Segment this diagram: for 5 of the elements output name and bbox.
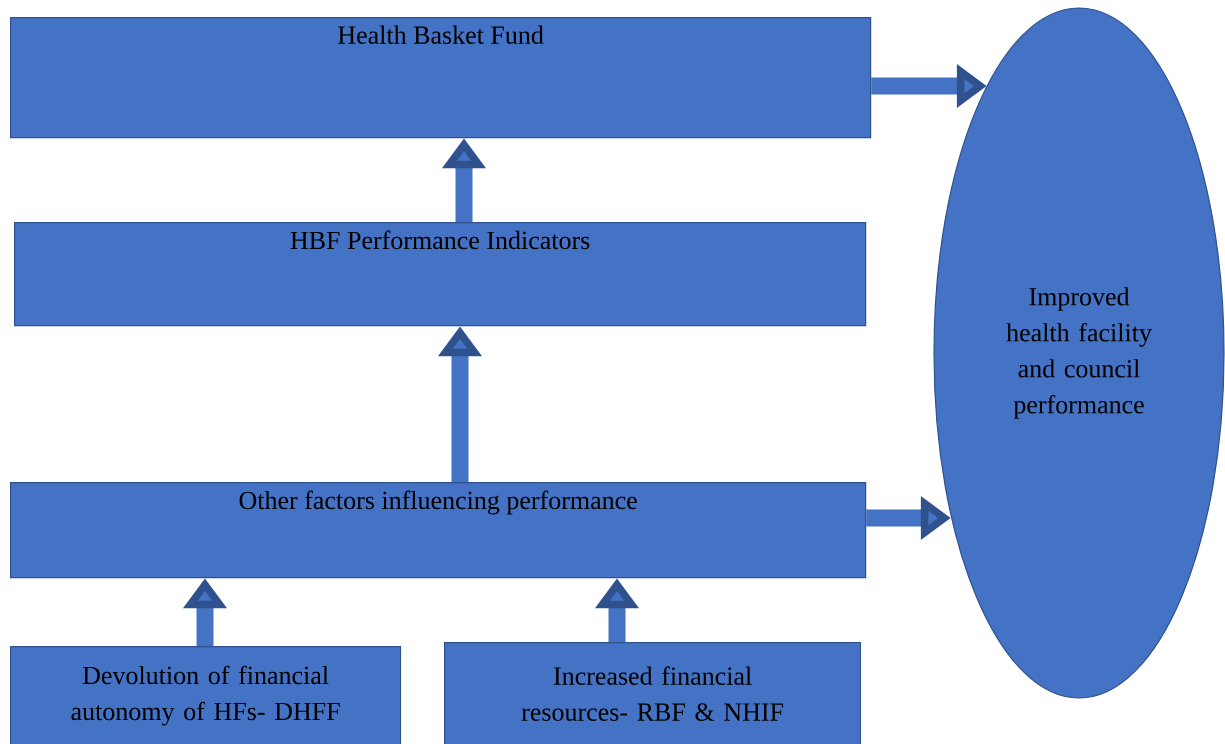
factor-box: HBF Performance Indicators xyxy=(14,222,867,327)
factor-box: Health Basket Fund xyxy=(10,17,872,139)
factor-box: Other factors influencing performance xyxy=(10,482,867,579)
factor-box: Devolution of financial autonomy of HFs- DHFF xyxy=(10,646,402,744)
factor-box: Increased financial resources- RBF & NHIF xyxy=(444,642,862,744)
